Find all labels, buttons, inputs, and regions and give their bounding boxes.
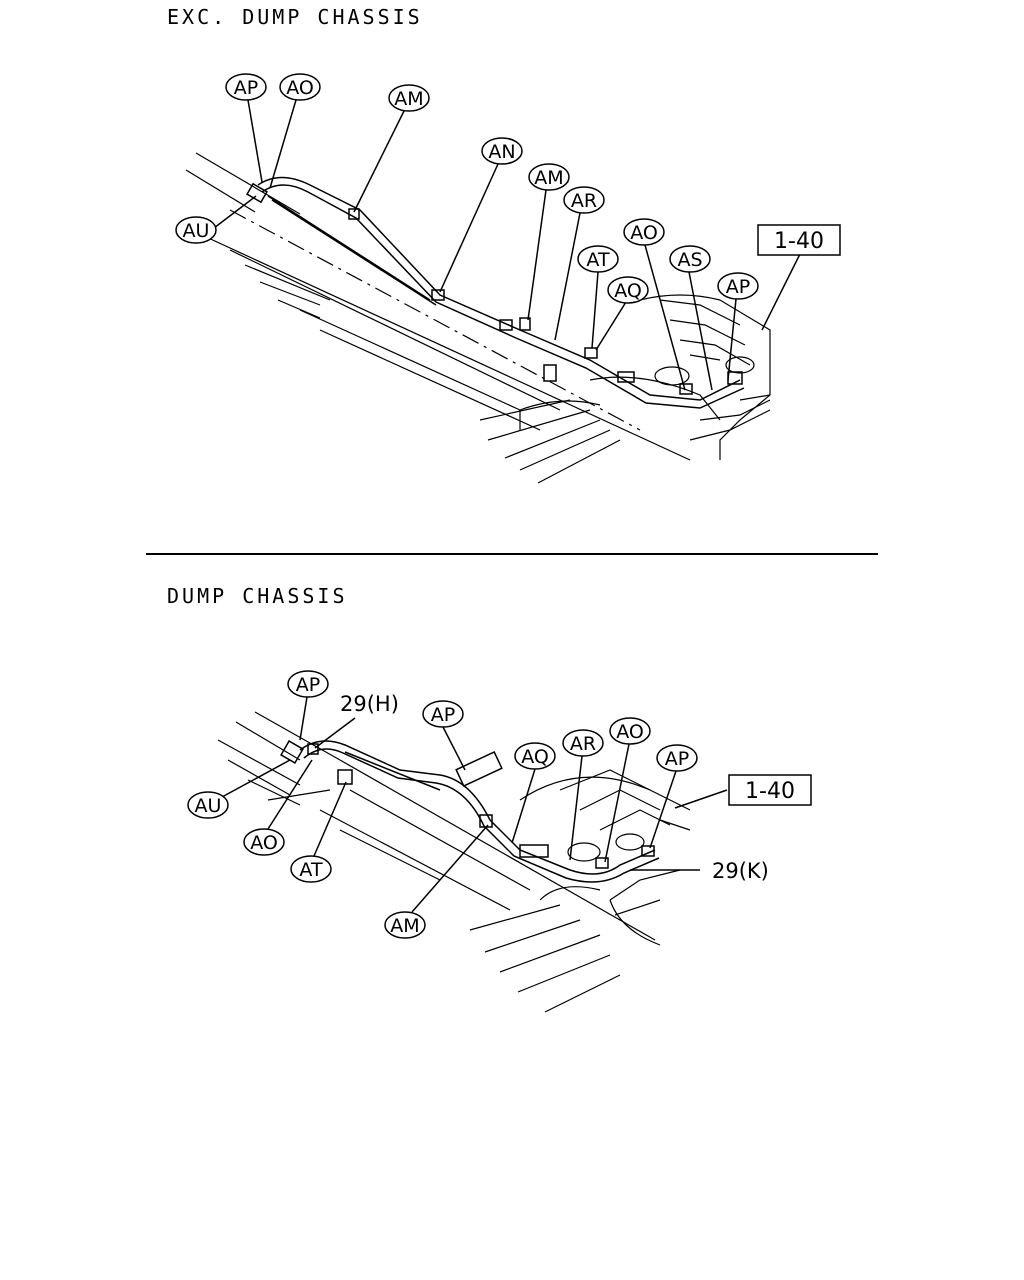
callout-au: AU — [187, 791, 229, 819]
section-divider — [146, 553, 878, 555]
brake-pipes — [246, 176, 745, 409]
svg-text:AM: AM — [390, 915, 419, 937]
svg-text:AP: AP — [234, 77, 258, 99]
svg-text:AP: AP — [726, 276, 750, 298]
callout-at: AT — [290, 855, 332, 883]
callout-ao: AO — [609, 717, 651, 745]
svg-text:AO: AO — [630, 222, 658, 244]
exc-dump-chassis-diagram: AP AO AM AU AN AM AR AO AT AS AQ AP 1-40 — [175, 73, 841, 484]
fuel-tank-outline — [639, 294, 771, 460]
callout-ap: AP — [656, 744, 698, 772]
svg-text:AT: AT — [586, 249, 610, 271]
svg-text:AO: AO — [616, 721, 644, 743]
callout-ao: AO — [243, 828, 285, 856]
callout-at: AT — [577, 245, 619, 273]
callout-ao: AO — [279, 73, 321, 101]
callout-au: AU — [175, 216, 217, 244]
svg-text:AM: AM — [394, 88, 423, 110]
frame-rails — [185, 152, 721, 484]
callout-as: AS — [669, 245, 711, 273]
svg-text:AQ: AQ — [614, 280, 642, 302]
section-title-exc-dump-chassis: EXC. DUMP CHASSIS — [167, 5, 423, 29]
svg-text:AO: AO — [250, 832, 278, 854]
callout-am: AM — [384, 911, 426, 939]
fuel-tank-outline — [519, 769, 691, 916]
callout-an: AN — [481, 137, 523, 165]
ref-box-1-40: 1-40 — [728, 774, 812, 806]
callout-am: AM — [528, 163, 570, 191]
brake-pipes — [280, 740, 660, 883]
callout-ap: AP — [287, 670, 329, 698]
callout-aq: AQ — [514, 742, 556, 770]
svg-text:AU: AU — [195, 795, 222, 817]
svg-text:AR: AR — [570, 733, 596, 755]
callout-ar: AR — [562, 729, 604, 757]
svg-text:AQ: AQ — [521, 746, 549, 768]
leader-lines — [213, 99, 801, 391]
dump-chassis-diagram: AP AP AU AO AT AQ AR AO AP AM 29(H) 29(K… — [187, 670, 812, 1013]
callout-ar: AR — [563, 186, 605, 214]
svg-text:AU: AU — [183, 220, 210, 242]
svg-text:AT: AT — [299, 859, 323, 881]
callout-ap: AP — [422, 700, 464, 728]
section-title-dump-chassis: DUMP CHASSIS — [167, 584, 348, 608]
svg-text:1-40: 1-40 — [745, 779, 795, 804]
part-label-29k: 29(K) — [712, 859, 769, 883]
leader-lines — [221, 696, 728, 913]
svg-text:AO: AO — [286, 77, 314, 99]
callout-ap: AP — [717, 272, 759, 300]
svg-text:1-40: 1-40 — [774, 229, 824, 254]
svg-text:AS: AS — [677, 249, 702, 271]
frame-rails — [217, 711, 661, 1013]
callout-am: AM — [388, 84, 430, 112]
svg-text:AN: AN — [488, 141, 515, 163]
part-label-29h: 29(H) — [340, 692, 399, 716]
svg-text:AP: AP — [431, 704, 455, 726]
callout-aq: AQ — [607, 276, 649, 304]
svg-text:AP: AP — [665, 748, 689, 770]
svg-text:AP: AP — [296, 674, 320, 696]
ref-box-1-40: 1-40 — [757, 224, 841, 256]
callout-ap: AP — [225, 73, 267, 101]
svg-text:AM: AM — [534, 167, 563, 189]
callout-ao: AO — [623, 218, 665, 246]
svg-text:AR: AR — [571, 190, 597, 212]
